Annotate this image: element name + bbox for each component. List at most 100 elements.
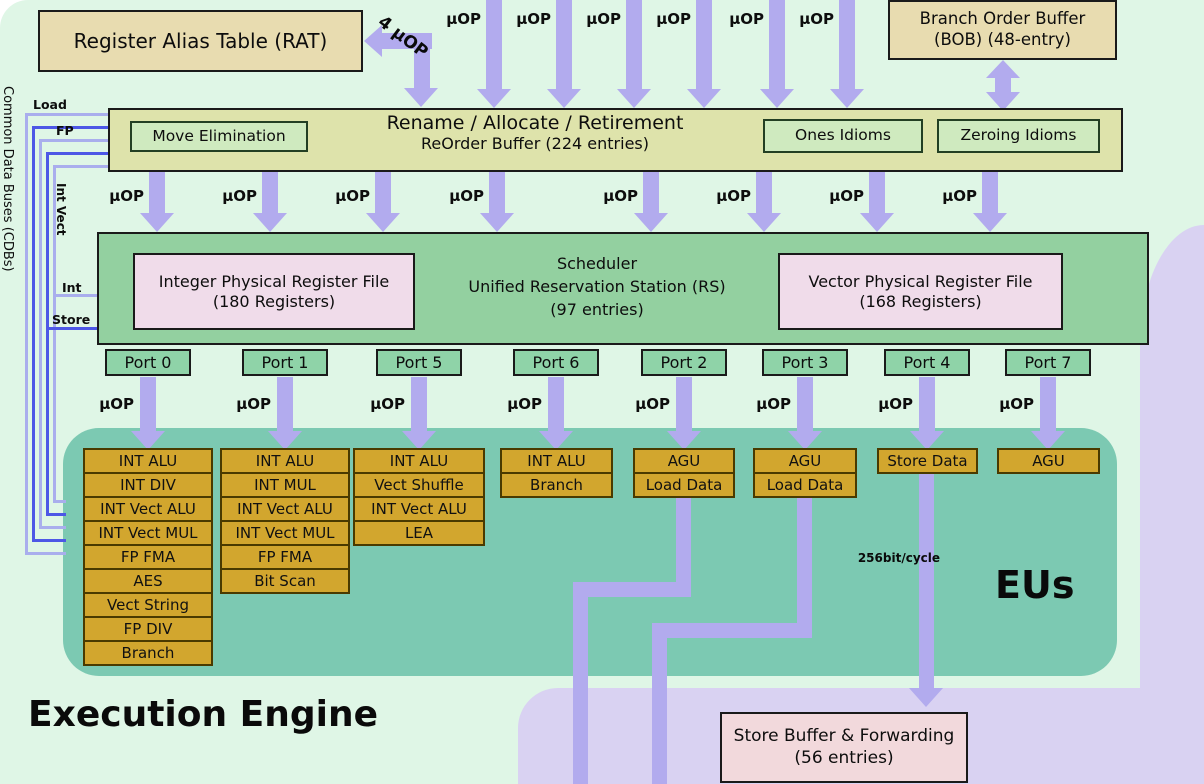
uop-arrow xyxy=(919,377,935,433)
uop-arrowhead xyxy=(747,213,781,232)
integer-prf-line1: Integer Physical Register File xyxy=(158,271,390,291)
rat-label: Register Alias Table (RAT) xyxy=(73,28,328,53)
port-box-4: Port 4 xyxy=(884,349,970,376)
rat-box: Register Alias Table (RAT) xyxy=(38,10,363,72)
port-label: Port 6 xyxy=(532,352,580,372)
uop-label: µOP xyxy=(586,10,621,28)
eu-unit: FP DIV xyxy=(83,616,213,642)
port-label: Port 3 xyxy=(781,352,829,372)
cdb-label-int-vect: Int Vect xyxy=(54,183,68,236)
uop-arrowhead xyxy=(687,89,721,108)
cdb-bus-line xyxy=(25,113,28,554)
eu-unit: LEA xyxy=(353,520,485,546)
cdb-label-fp: FP xyxy=(56,123,74,138)
vector-prf-line1: Vector Physical Register File xyxy=(808,271,1033,291)
scheduler-title-line3: (97 entries) xyxy=(550,300,644,320)
cdb-bus-line xyxy=(53,294,97,297)
bob-label-line1: Branch Order Buffer xyxy=(919,9,1086,29)
eus-label: EUs xyxy=(995,563,1075,607)
bandwidth-label: 256bit/cycle xyxy=(857,551,940,565)
cdb-bus-line xyxy=(32,126,35,541)
uop-arrowhead xyxy=(788,431,822,450)
uop-arrow xyxy=(375,172,391,215)
uop-arrowhead xyxy=(253,213,287,232)
eu-unit: Branch xyxy=(83,640,213,666)
eu-column-port3: AGU Load Data xyxy=(753,448,857,498)
eu-unit: Load Data xyxy=(753,472,857,498)
uop-arrowhead xyxy=(539,431,573,450)
port-box-5: Port 5 xyxy=(376,349,462,376)
uop-arrow xyxy=(411,377,427,433)
eu-unit: FP FMA xyxy=(83,544,213,570)
uop-arrow xyxy=(1040,377,1056,433)
cdb-bus-line xyxy=(25,552,66,555)
port-box-1: Port 1 xyxy=(242,349,328,376)
eu-column-port7: AGU xyxy=(997,448,1100,474)
uop-arrow xyxy=(769,0,785,90)
port-label: Port 4 xyxy=(903,352,951,372)
ones-idioms-label: Ones Idioms xyxy=(795,126,891,145)
cdb-label-load: Load xyxy=(33,97,67,112)
eu-unit: AGU xyxy=(753,448,857,474)
cdb-label-store: Store xyxy=(52,312,91,327)
port-box-7: Port 7 xyxy=(1005,349,1091,376)
port2-load-path xyxy=(573,582,691,597)
cdb-bus-line xyxy=(46,152,108,155)
port-label: Port 2 xyxy=(660,352,708,372)
cdb-bus-line xyxy=(32,126,108,129)
port-box-0: Port 0 xyxy=(105,349,191,376)
uop-arrow xyxy=(149,172,165,215)
integer-prf-line2: (180 Registers) xyxy=(212,291,336,311)
store-buffer-line1: Store Buffer & Forwarding xyxy=(733,726,955,747)
uop-arrow xyxy=(262,172,278,215)
cdb-bus-line xyxy=(46,327,97,330)
eu-unit: INT ALU xyxy=(220,448,350,474)
zeroing-idioms-box: Zeroing Idioms xyxy=(937,119,1100,153)
rename-title-line2: ReOrder Buffer (224 entries) xyxy=(420,134,649,153)
uop-arrowhead xyxy=(860,213,894,232)
uop-arrow xyxy=(696,0,712,90)
uop-arrowhead xyxy=(547,89,581,108)
uop-arrow xyxy=(797,377,813,433)
bob-box: Branch Order Buffer (BOB) (48-entry) xyxy=(888,0,1117,60)
store-buffer-line2: (56 entries) xyxy=(794,747,894,768)
eu-unit: Vect Shuffle xyxy=(353,472,485,498)
uop-arrowhead xyxy=(402,431,436,450)
port3-load-path xyxy=(797,496,812,638)
uop-arrowhead xyxy=(1031,431,1065,450)
uop-arrowhead xyxy=(366,213,400,232)
eu-unit: INT ALU xyxy=(83,448,213,474)
eu-unit: INT Vect ALU xyxy=(220,496,350,522)
eu-unit: Bit Scan xyxy=(220,568,350,594)
eu-unit: INT ALU xyxy=(500,448,613,474)
uop-arrow xyxy=(489,172,505,215)
scheduler-title-line1: Scheduler xyxy=(556,254,638,273)
uop-arrow xyxy=(486,0,502,90)
uop-arrowhead xyxy=(480,213,514,232)
bob-arrow xyxy=(995,74,1011,94)
uop-label: µOP xyxy=(507,395,542,413)
eu-unit: INT ALU xyxy=(353,448,485,474)
port-label: Port 7 xyxy=(1024,352,1072,372)
uop-arrow xyxy=(277,377,293,433)
vector-prf-line2: (168 Registers) xyxy=(859,291,982,311)
ones-idioms-box: Ones Idioms xyxy=(763,119,923,153)
uop-arrowhead xyxy=(910,431,944,450)
uop-label: µOP xyxy=(999,395,1034,413)
four-uop-arrowhead-down xyxy=(404,88,438,107)
eu-unit: Vect String xyxy=(83,592,213,618)
eu-column-port1: INT ALU INT MUL INT Vect ALU INT Vect MU… xyxy=(220,448,350,594)
uop-label: µOP xyxy=(635,395,670,413)
uop-label: µOP xyxy=(729,10,764,28)
uop-label: µOP xyxy=(109,187,144,205)
uop-label: µOP xyxy=(446,10,481,28)
uop-arrow xyxy=(556,0,572,90)
cdb-bus-line xyxy=(25,113,108,116)
uop-arrowhead xyxy=(140,213,174,232)
cdb-bus-line xyxy=(46,513,66,516)
scheduler-title: Scheduler Unified Reservation Station (R… xyxy=(432,252,762,322)
uop-label: µOP xyxy=(516,10,551,28)
uop-label: µOP xyxy=(99,395,134,413)
uop-arrowhead xyxy=(667,431,701,450)
